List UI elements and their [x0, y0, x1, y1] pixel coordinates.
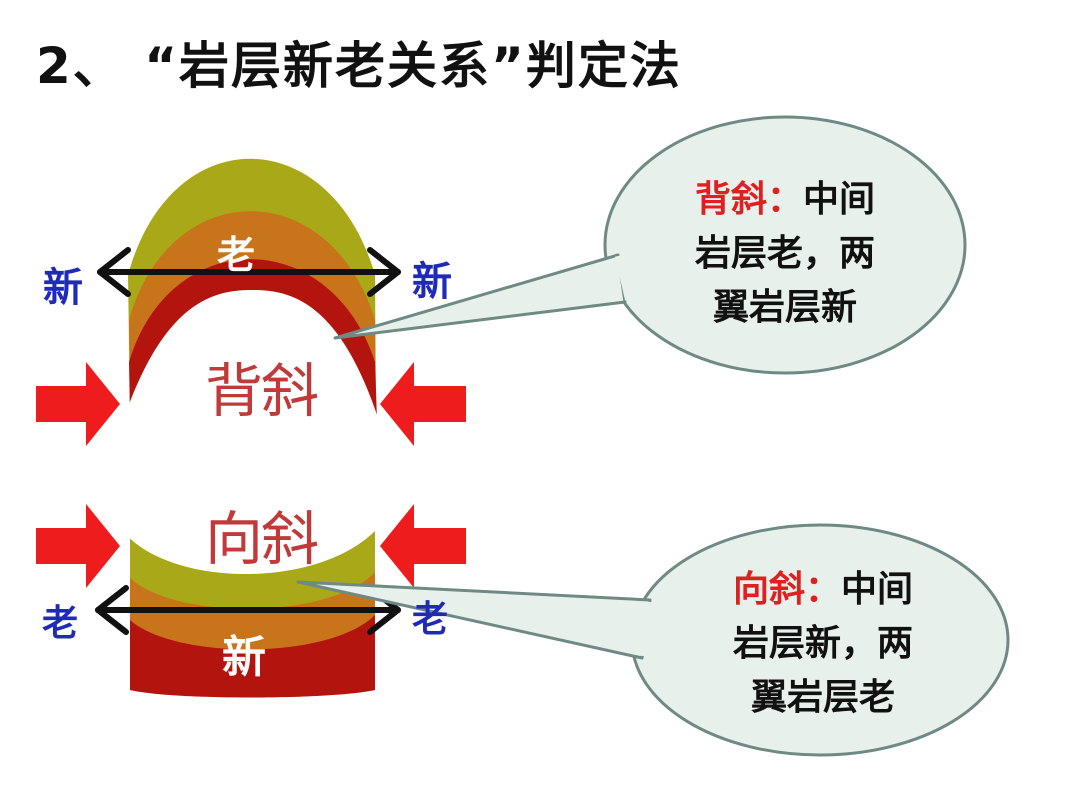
anticline-core — [124, 290, 380, 450]
syncline-bubble-line-3: 翼岩层老 — [750, 677, 895, 718]
anticline-right-label: 新 — [412, 259, 452, 305]
anticline-bubble-text: 背斜：中间 岩层老，两 翼岩层新 — [655, 173, 915, 335]
anticline-layers — [124, 158, 380, 450]
syncline-bubble-line-1: 向斜：中间 — [693, 563, 953, 617]
anticline-bubble-shape — [333, 115, 967, 375]
anticline-bubble-line-1-text: 中间 — [803, 179, 876, 220]
anticline-span-arrow — [97, 247, 401, 297]
anticline-bubble-line-3: 翼岩层新 — [712, 287, 857, 328]
syncline-bubble-line-1-text: 中间 — [841, 569, 914, 610]
anticline-right-pressure-arrow — [380, 362, 466, 446]
syncline-bubble-line-2: 岩层新，两 — [732, 623, 913, 664]
syncline-name: 向斜 — [205, 505, 319, 573]
syncline-core — [122, 505, 383, 575]
syncline-right-pressure-arrow — [380, 504, 466, 588]
slide-title: 2、 “岩层新老关系”判定法 — [36, 37, 682, 95]
syncline-left-label: 老 — [42, 603, 79, 644]
syncline-term: 向斜： — [732, 569, 841, 610]
syncline-bubble-text: 向斜：中间 岩层新，两 翼岩层老 — [693, 563, 953, 725]
syncline-right-label: 老 — [412, 599, 449, 640]
pressure-arrows — [36, 362, 466, 588]
syncline-left-pressure-arrow — [36, 504, 120, 588]
anticline-bubble-line-2: 岩层老，两 — [694, 233, 875, 274]
anticline-center-label: 老 — [217, 233, 256, 277]
anticline-term: 背斜： — [694, 179, 803, 220]
syncline-center-label: 新 — [222, 632, 266, 683]
anticline-left-pressure-arrow — [36, 362, 120, 446]
syncline-bubble-shape — [296, 523, 1010, 757]
anticline-left-label: 新 — [43, 265, 83, 311]
anticline-name: 背斜 — [205, 357, 319, 425]
anticline-bubble-line-1: 背斜：中间 — [655, 173, 915, 227]
